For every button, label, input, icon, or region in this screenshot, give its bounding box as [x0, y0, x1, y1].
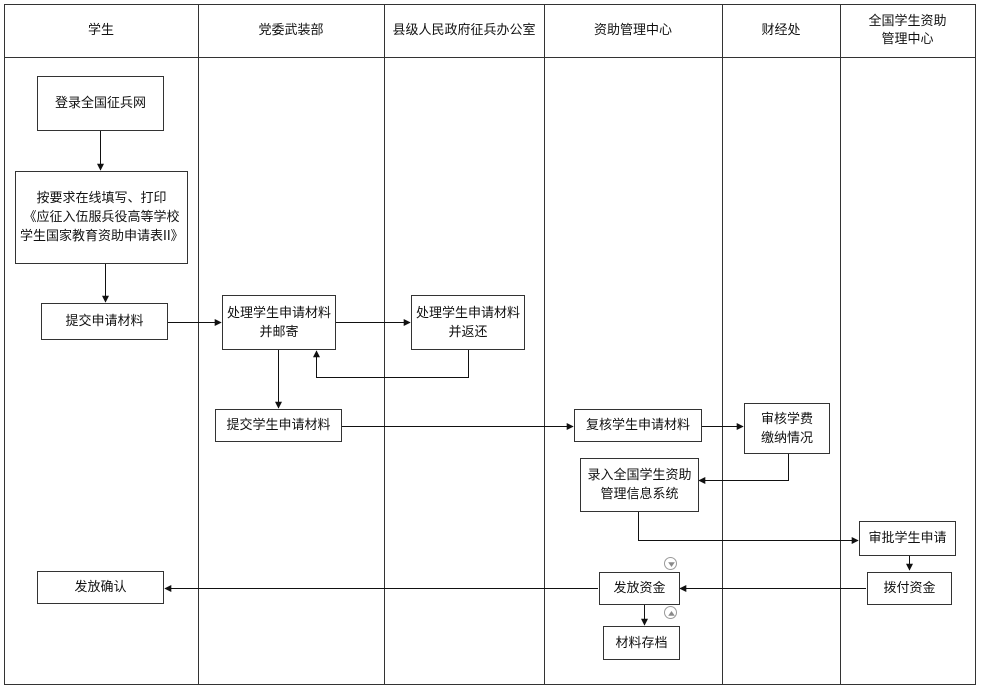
node-process-mail[interactable]: 处理学生申请材料 并邮寄 [222, 295, 336, 350]
lane-header-student: 学生 [87, 22, 114, 38]
node-enter-system[interactable]: 录入全国学生资助 管理信息系统 [580, 458, 699, 512]
node-confirm[interactable]: 发放确认 [37, 571, 164, 604]
triangle-up-icon[interactable] [664, 606, 677, 619]
lane-header-national-aid-center: 全国学生资助 管理中心 [868, 13, 947, 47]
node-disburse[interactable]: 发放资金 [599, 572, 680, 605]
arrow-verify-to-enter [698, 454, 789, 484]
triangle-down-icon[interactable] [664, 557, 677, 570]
node-approve[interactable]: 审批学生申请 [859, 521, 956, 556]
node-process-return[interactable]: 处理学生申请材料 并返还 [411, 295, 525, 350]
lane-header-finance-office: 财经处 [761, 22, 801, 38]
node-submit-student[interactable]: 提交申请材料 [41, 303, 168, 340]
node-submit-dept[interactable]: 提交学生申请材料 [215, 409, 342, 442]
node-allocate[interactable]: 拨付资金 [867, 572, 952, 605]
node-verify-tuition[interactable]: 审核学费 缴纳情况 [744, 403, 830, 454]
lane-header-armed-forces-dept: 党委武装部 [258, 22, 324, 38]
node-archive[interactable]: 材料存档 [603, 626, 680, 660]
node-review[interactable]: 复核学生申请材料 [574, 409, 702, 442]
node-fill-form[interactable]: 按要求在线填写、打印 《应征入伍服兵役高等学校 学生国家教育资助申请表II》 [15, 171, 188, 264]
node-login[interactable]: 登录全国征兵网 [37, 76, 164, 131]
arrow-county-return [313, 350, 469, 378]
lane-header-county-recruitment-office: 县级人民政府征兵办公室 [392, 22, 536, 38]
lane-header-aid-center: 资助管理中心 [593, 22, 672, 38]
arrow-enter-to-approve [638, 512, 859, 544]
swimlane-frame [4, 4, 976, 685]
